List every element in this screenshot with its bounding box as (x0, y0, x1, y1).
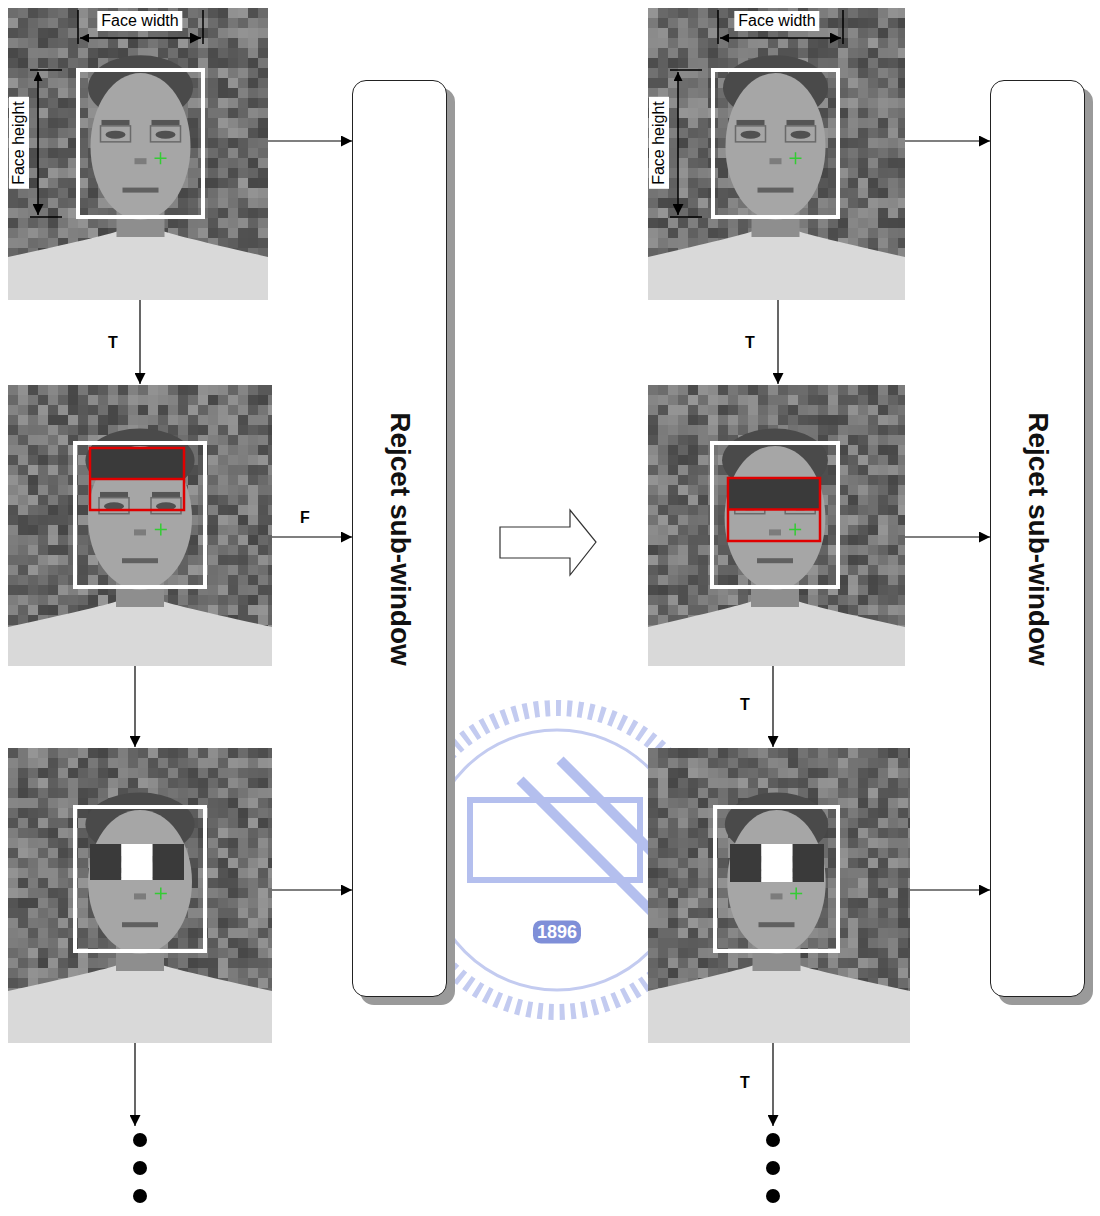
flow-arrows (135, 141, 990, 1126)
box-label: Rejcet sub-window (1022, 412, 1054, 666)
face-photo (8, 385, 272, 666)
dimension-label: Face width (734, 11, 819, 31)
dimension-label: Face height (649, 97, 669, 189)
flow-arrow (272, 536, 352, 537)
face-photo (8, 8, 268, 300)
branch-label: T (740, 696, 750, 714)
dot (766, 1133, 780, 1147)
reject-box: Rejcet sub-window (990, 80, 1085, 997)
face-photo (648, 8, 905, 300)
flow-arrow (272, 889, 352, 890)
dimension-label: Face height (9, 97, 29, 189)
transition-arrow (500, 510, 596, 575)
flow-arrow (905, 536, 990, 537)
face-photo (8, 748, 272, 1043)
dot (766, 1161, 780, 1175)
branch-label: F (300, 509, 310, 527)
branch-label: T (108, 334, 118, 352)
branch-label: T (745, 334, 755, 352)
watermark-text: 1896 (533, 921, 581, 944)
dot (133, 1161, 147, 1175)
flow-arrow (910, 889, 990, 890)
watermark-logo (405, 708, 709, 1012)
flow-arrow (772, 1043, 773, 1126)
face-photo (648, 385, 905, 666)
flow-arrow (772, 666, 773, 747)
flow-arrow (905, 140, 990, 141)
dot (133, 1189, 147, 1203)
face-photo (648, 748, 910, 1043)
flow-arrow (777, 300, 778, 384)
dot (766, 1189, 780, 1203)
flow-arrow (268, 140, 352, 141)
dot (133, 1133, 147, 1147)
dimension-label: Face width (97, 11, 182, 31)
flow-arrow (134, 1043, 135, 1126)
branch-label: T (740, 1074, 750, 1092)
flow-arrow (139, 300, 140, 384)
continuation-dots (133, 1133, 780, 1203)
flow-arrow (134, 666, 135, 747)
box-label: Rejcet sub-window (384, 412, 416, 666)
reject-box: Rejcet sub-window (352, 80, 447, 997)
